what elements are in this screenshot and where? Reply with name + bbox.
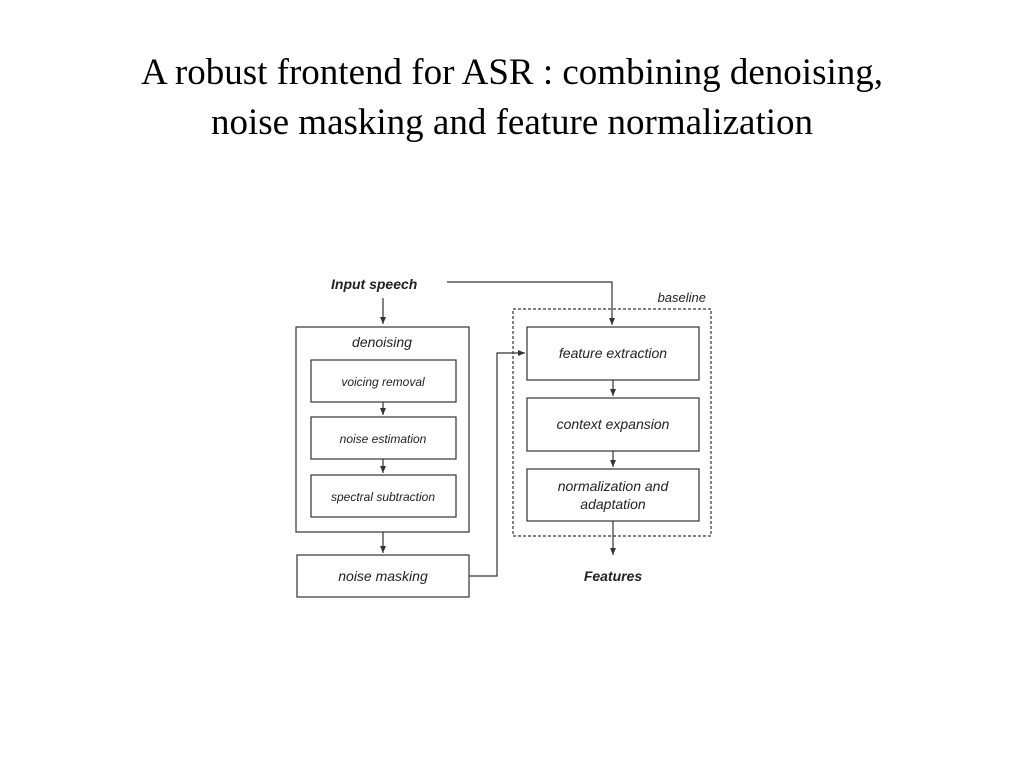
voicing-removal-label: voicing removal [341, 375, 425, 389]
baseline-group-label: baseline [658, 290, 706, 305]
slide-title: A robust frontend for ASR : combining de… [0, 48, 1024, 148]
slide-title-line-1: A robust frontend for ASR : combining de… [140, 52, 884, 93]
arrow-input-to-feature-extraction [447, 281, 615, 325]
noise-estimation-label: noise estimation [340, 432, 427, 446]
denoising-group-label: denoising [352, 334, 412, 350]
arrow-noise-masking-to-feature-extraction [469, 350, 525, 577]
noise-estimation-box [310, 416, 457, 460]
noise-masking-box [296, 554, 470, 598]
normalization-adaptation-label-line-1: normalization and [558, 478, 670, 494]
context-expansion-label: context expansion [557, 416, 670, 432]
feature-extraction-label: feature extraction [559, 345, 667, 361]
voicing-removal-box [310, 359, 457, 403]
normalization-adaptation-box [526, 468, 700, 522]
spectral-subtraction-box [310, 474, 457, 518]
normalization-adaptation-label-line-2: adaptation [580, 496, 646, 512]
baseline-group [512, 308, 712, 537]
spectral-subtraction-label: spectral subtraction [331, 490, 435, 504]
noise-masking-label: noise masking [338, 568, 428, 584]
input-speech-label: Input speech [331, 276, 417, 292]
slide-title-line-2: noise masking and feature normalization [210, 102, 814, 143]
features-output-label: Features [584, 568, 643, 584]
context-expansion-box [526, 397, 700, 452]
